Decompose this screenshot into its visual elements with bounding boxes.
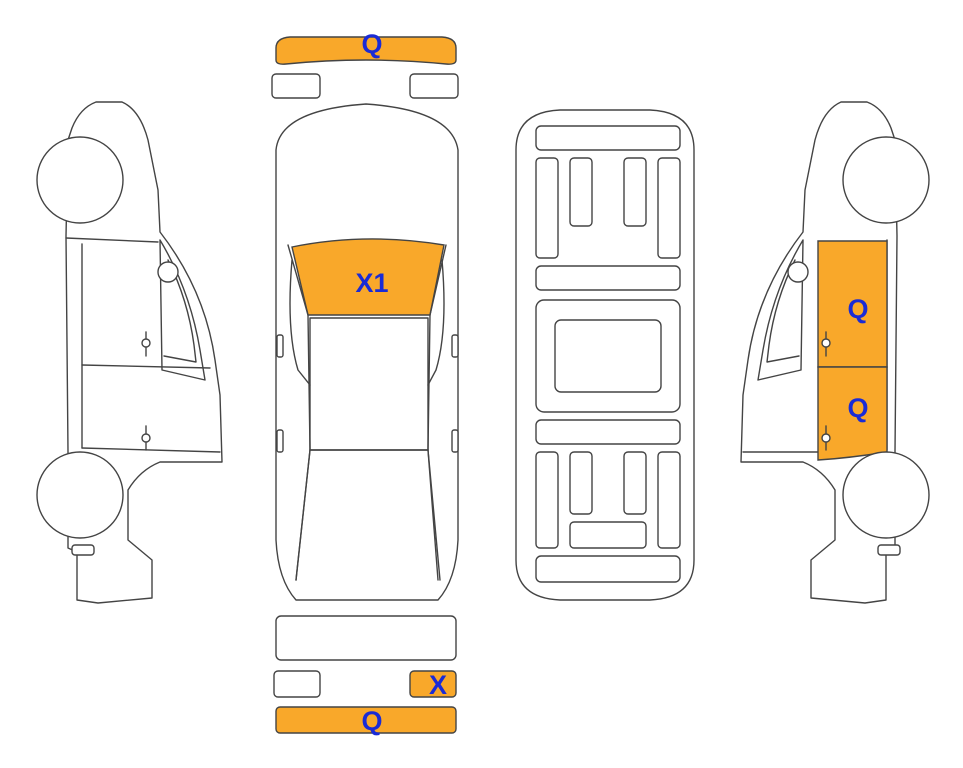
rear-bumper-panel: [275, 706, 457, 734]
right-rear-wheel: [842, 451, 930, 539]
rear-right-part: [409, 670, 457, 698]
left-pillar-a: [289, 259, 311, 386]
hood-panel: [291, 238, 445, 316]
under-center-box: [554, 319, 662, 393]
left-rear-step: [71, 544, 95, 556]
under-front-right-slot: [623, 157, 647, 227]
right-handle-1-knob: [821, 338, 831, 348]
right-window-frame: [757, 239, 804, 381]
rear-left-part: [273, 670, 321, 698]
rear-trunk-panel: [275, 615, 457, 661]
right-mirror-top: [451, 334, 459, 358]
under-front-left-rail: [535, 157, 559, 259]
under-front-right-rail: [657, 157, 681, 259]
under-front-left-slot: [569, 157, 593, 227]
under-rear-left-slot: [569, 451, 593, 515]
left-handle-1-knob: [141, 338, 151, 348]
right-handle-top: [451, 429, 459, 453]
left-handle-top: [276, 429, 284, 453]
right-side-view: [740, 101, 930, 604]
right-front-door-mark: Q: [847, 294, 868, 324]
left-front-wheel: [36, 136, 124, 224]
front-bumper-mark: Q: [361, 29, 382, 59]
left-rear-wheel: [36, 451, 124, 539]
under-rear-right-rail: [657, 451, 681, 549]
right-pillar-a: [427, 259, 445, 386]
right-rear-step: [877, 544, 901, 556]
under-mid-front-bar: [535, 265, 681, 291]
damage-marks: Q X1 Q Q X Q: [355, 29, 868, 736]
left-bottom-edge: [81, 447, 221, 453]
underside-view: [515, 109, 695, 601]
rear-right-part-mark: X: [429, 670, 447, 700]
front-right-lamp: [409, 73, 459, 99]
right-handle-2-knob: [821, 433, 831, 443]
car-top-body: [275, 103, 459, 601]
left-mirror-top: [276, 334, 284, 358]
front-bumper-panel: [275, 36, 457, 65]
left-side-beltline: [65, 237, 159, 243]
right-front-wheel: [842, 136, 930, 224]
hood-mark: X1: [355, 268, 388, 298]
front-left-lamp: [271, 73, 321, 99]
left-door-split: [81, 364, 211, 369]
under-rear-bar: [535, 555, 681, 583]
under-rear-right-slot: [623, 451, 647, 515]
left-mirror: [157, 261, 179, 283]
left-window-frame: [159, 239, 206, 381]
under-rear-left-rail: [535, 451, 559, 549]
rear-bumper-mark: Q: [361, 706, 382, 736]
left-side-view: [36, 101, 223, 604]
top-view: [271, 36, 459, 734]
under-rear-center-box: [569, 521, 647, 549]
right-rear-door-mark: Q: [847, 393, 868, 423]
right-mirror: [787, 261, 809, 283]
under-mid-rear-bar: [535, 419, 681, 445]
under-front-bar: [535, 125, 681, 151]
left-handle-2-knob: [141, 433, 151, 443]
rear-window: [295, 449, 441, 581]
